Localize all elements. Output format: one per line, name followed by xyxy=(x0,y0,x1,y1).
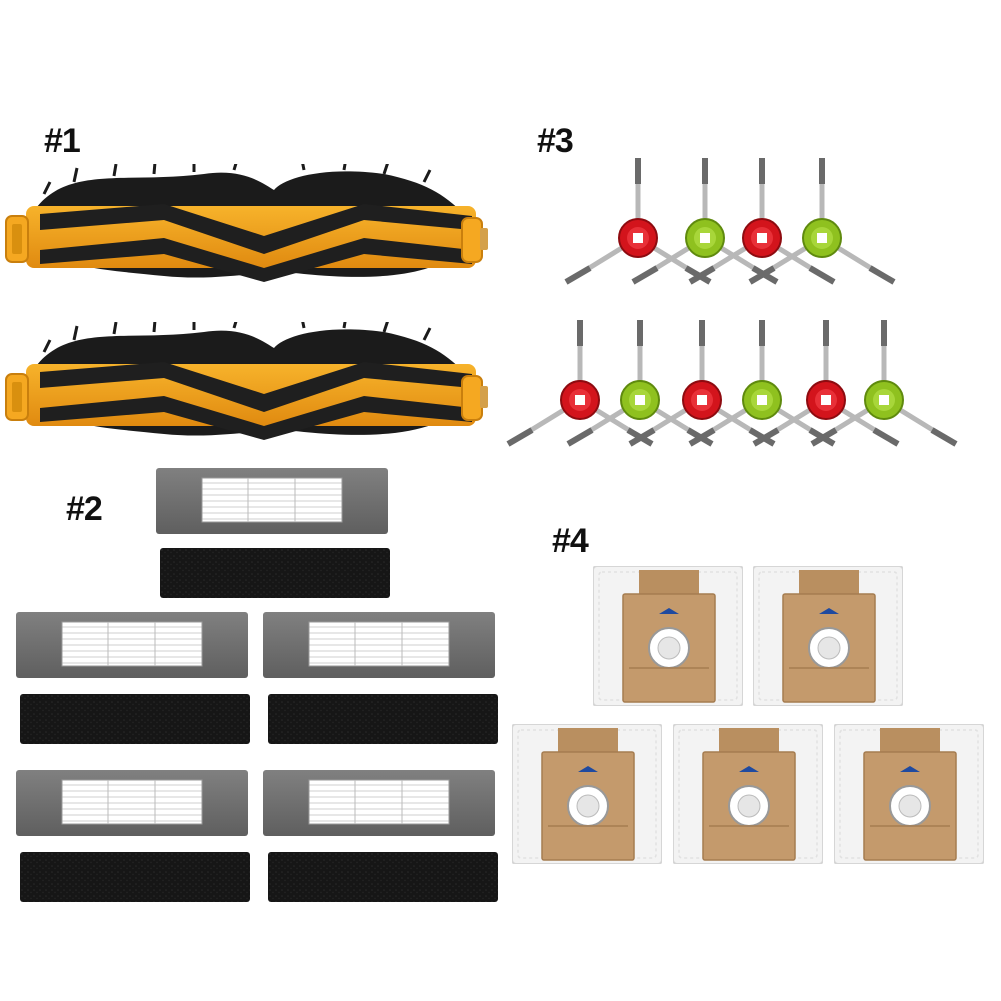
dust-bag-4 xyxy=(673,724,823,864)
side-brush-green-2 xyxy=(750,158,894,282)
dust-bag-5 xyxy=(834,724,984,864)
side-brush-red-1 xyxy=(566,158,710,282)
hepa-filter-2 xyxy=(16,612,248,678)
dust-bag-1 xyxy=(593,566,743,706)
side-brushes xyxy=(490,150,980,490)
hepa-filter-5 xyxy=(263,770,495,836)
hepa-filter-1 xyxy=(156,468,388,534)
sponge-2 xyxy=(20,694,250,744)
main-brush-2 xyxy=(4,322,490,442)
main-brush-1 xyxy=(4,164,490,284)
sponge-4 xyxy=(20,852,250,902)
group-label-2: #2 xyxy=(66,490,103,528)
hepa-filter-3 xyxy=(263,612,495,678)
hepa-filter-4 xyxy=(16,770,248,836)
group-label-4: #4 xyxy=(552,522,589,560)
dust-bag-3 xyxy=(512,724,662,864)
sponge-3 xyxy=(268,694,498,744)
side-brush-red-4 xyxy=(630,320,774,444)
sponge-5 xyxy=(268,852,498,902)
group-label-3: #3 xyxy=(537,122,574,160)
dust-bag-2 xyxy=(753,566,903,706)
side-brush-green-3 xyxy=(568,320,712,444)
side-brush-green-4 xyxy=(690,320,834,444)
sponge-1 xyxy=(160,548,390,598)
group-label-1: #1 xyxy=(44,122,81,160)
side-brush-red-3 xyxy=(508,320,652,444)
